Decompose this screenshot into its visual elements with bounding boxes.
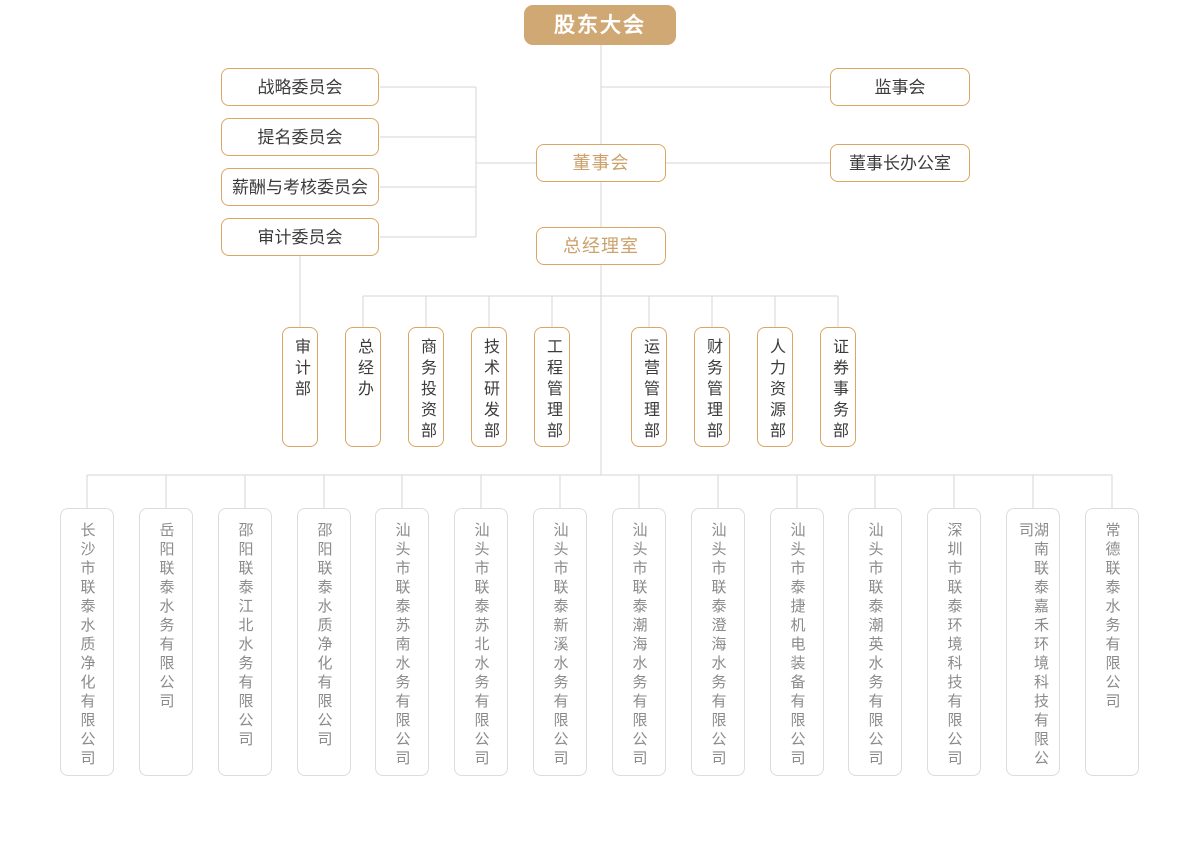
node-remuneration-assessment-committee: 薪酬与考核委员会 — [221, 168, 379, 206]
node-subsidiary-14-label: 常德联泰水务有限公司 — [1103, 522, 1121, 712]
node-subsidiary-13: 湖南联泰嘉禾环境科技有限公司 — [1006, 508, 1060, 776]
node-board-of-directors: 董事会 — [536, 144, 666, 182]
node-subsidiary-12-label: 深圳市联泰环境科技有限公司 — [945, 522, 963, 769]
node-securities-affairs-department-label: 证券事务部 — [830, 338, 847, 443]
node-subsidiary-12: 深圳市联泰环境科技有限公司 — [927, 508, 981, 776]
node-business-investment-department-label: 商务投资部 — [418, 338, 435, 443]
node-subsidiary-6: 汕头市联泰苏北水务有限公司 — [454, 508, 508, 776]
node-subsidiary-5: 汕头市联泰苏南水务有限公司 — [375, 508, 429, 776]
node-subsidiary-10: 汕头市泰捷机电装备有限公司 — [770, 508, 824, 776]
node-subsidiary-9: 汕头市联泰澄海水务有限公司 — [691, 508, 745, 776]
node-operations-management-department-label: 运营管理部 — [641, 338, 658, 443]
node-subsidiary-2-label: 岳阳联泰水务有限公司 — [157, 522, 175, 712]
node-nomination-committee: 提名委员会 — [221, 118, 379, 156]
node-subsidiary-8-label: 汕头市联泰潮海水务有限公司 — [630, 522, 648, 769]
node-human-resources-department-label: 人力资源部 — [767, 338, 784, 443]
node-audit-committee: 审计委员会 — [221, 218, 379, 256]
node-subsidiary-4-label: 邵阳联泰水质净化有限公司 — [315, 522, 333, 750]
node-business-investment-department: 商务投资部 — [408, 327, 444, 447]
node-technology-rd-department-label: 技术研发部 — [481, 338, 498, 443]
node-technology-rd-department: 技术研发部 — [471, 327, 507, 447]
node-subsidiary-7: 汕头市联泰新溪水务有限公司 — [533, 508, 587, 776]
node-subsidiary-11: 汕头市联泰潮英水务有限公司 — [848, 508, 902, 776]
node-strategy-committee: 战略委员会 — [221, 68, 379, 106]
node-securities-affairs-department: 证券事务部 — [820, 327, 856, 447]
node-general-office-label: 总经办 — [355, 338, 372, 401]
node-subsidiary-11-label: 汕头市联泰潮英水务有限公司 — [866, 522, 884, 769]
node-general-manager-office: 总经理室 — [536, 227, 666, 265]
node-supervisory-board: 监事会 — [830, 68, 970, 106]
node-engineering-management-department-label: 工程管理部 — [544, 338, 561, 443]
node-subsidiary-3-label: 邵阳联泰江北水务有限公司 — [236, 522, 254, 750]
node-subsidiary-7-label: 汕头市联泰新溪水务有限公司 — [551, 522, 569, 769]
node-subsidiary-13-label: 湖南联泰嘉禾环境科技有限公司 — [1017, 522, 1049, 769]
node-subsidiary-6-label: 汕头市联泰苏北水务有限公司 — [472, 522, 490, 769]
node-shareholders-meeting: 股东大会 — [524, 5, 676, 45]
node-human-resources-department: 人力资源部 — [757, 327, 793, 447]
node-subsidiary-8: 汕头市联泰潮海水务有限公司 — [612, 508, 666, 776]
node-subsidiary-5-label: 汕头市联泰苏南水务有限公司 — [393, 522, 411, 769]
node-subsidiary-9-label: 汕头市联泰澄海水务有限公司 — [709, 522, 727, 769]
node-subsidiary-4: 邵阳联泰水质净化有限公司 — [297, 508, 351, 776]
node-subsidiary-2: 岳阳联泰水务有限公司 — [139, 508, 193, 776]
node-subsidiary-3: 邵阳联泰江北水务有限公司 — [218, 508, 272, 776]
node-subsidiary-1-label: 长沙市联泰水质净化有限公司 — [78, 522, 96, 769]
node-general-office: 总经办 — [345, 327, 381, 447]
node-engineering-management-department: 工程管理部 — [534, 327, 570, 447]
node-subsidiary-1: 长沙市联泰水质净化有限公司 — [60, 508, 114, 776]
node-audit-department-label: 审计部 — [292, 338, 309, 401]
node-subsidiary-10-label: 汕头市泰捷机电装备有限公司 — [788, 522, 806, 769]
node-subsidiary-14: 常德联泰水务有限公司 — [1085, 508, 1139, 776]
node-finance-management-department-label: 财务管理部 — [704, 338, 721, 443]
node-operations-management-department: 运营管理部 — [631, 327, 667, 447]
node-finance-management-department: 财务管理部 — [694, 327, 730, 447]
node-audit-department: 审计部 — [282, 327, 318, 447]
node-chairman-office: 董事长办公室 — [830, 144, 970, 182]
